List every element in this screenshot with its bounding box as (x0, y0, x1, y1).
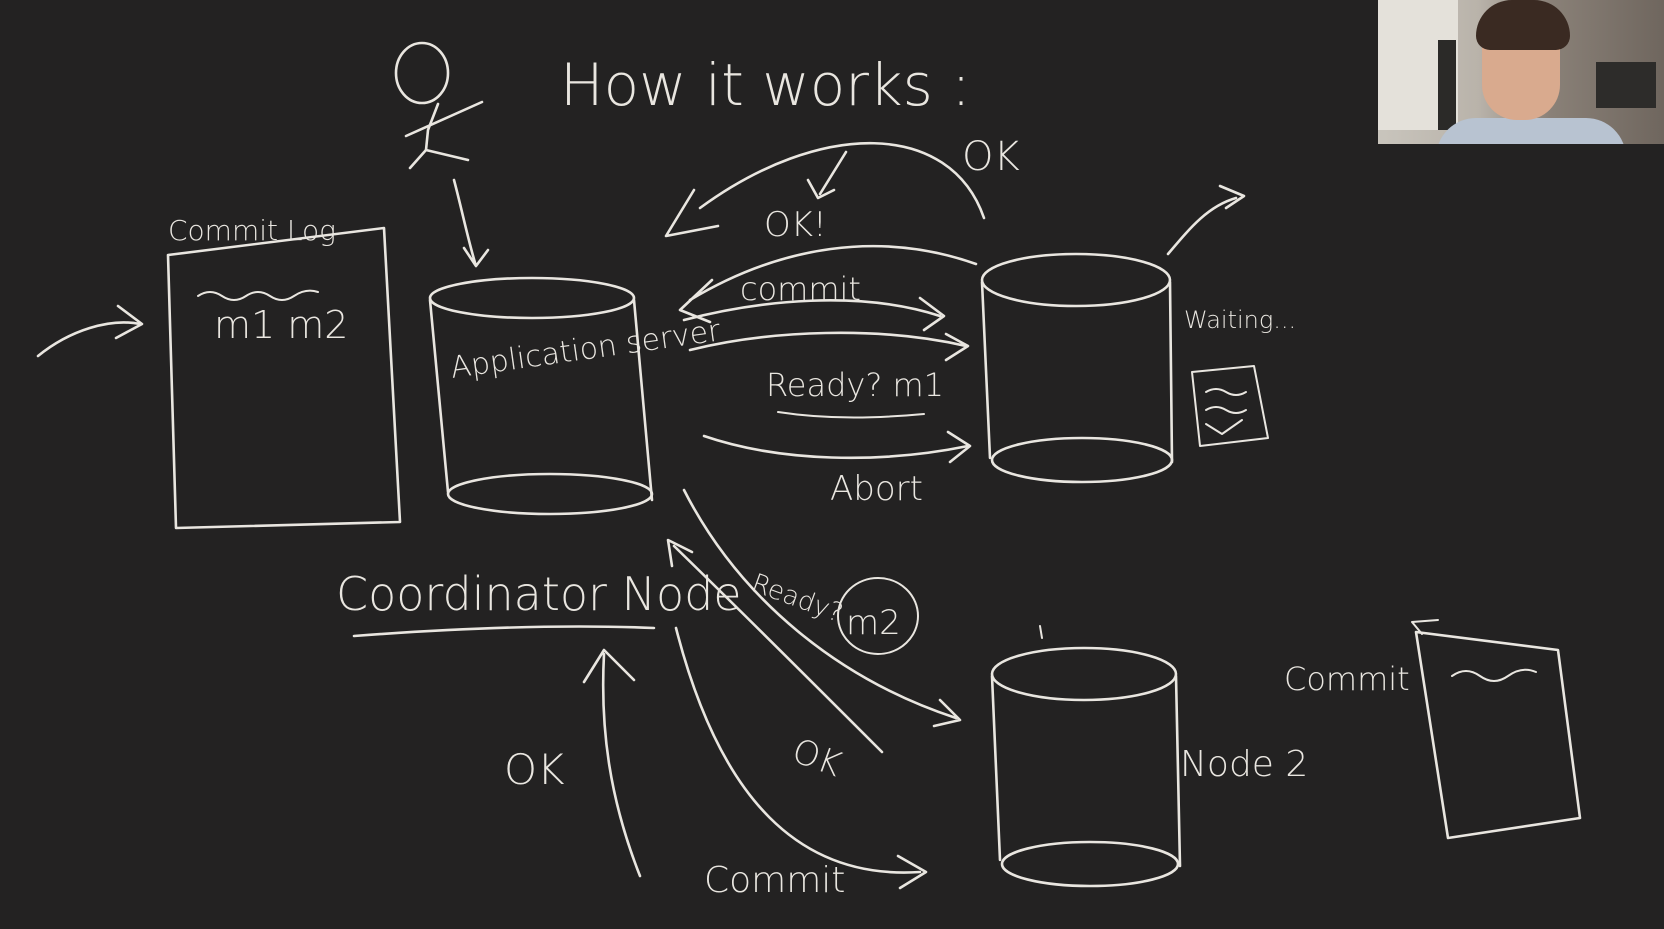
msg-ok-top: OK (962, 134, 1020, 180)
waiting-label: Waiting... (1184, 306, 1296, 334)
commit-log-box: Commit Log m1 m2 (166, 214, 402, 530)
commit-right-label: Commit (1284, 660, 1410, 698)
webcam-overlay (1378, 0, 1664, 144)
ok-node2-arrow (666, 538, 884, 754)
coordinator-node-label: Coordinator Node (336, 567, 742, 621)
m2-label: m2 (846, 603, 901, 643)
webcam-background-shelf (1596, 62, 1656, 108)
m2-circle (837, 577, 919, 655)
node1-log-icon (1191, 365, 1269, 447)
ok-arrow-top (664, 141, 986, 238)
ok-pointer (806, 150, 848, 200)
node1-out-arrow (1166, 184, 1246, 256)
ok-bottom-arrow (582, 648, 642, 878)
msg-ok-node2: OK (787, 731, 847, 785)
commit-return-arrow (678, 244, 978, 324)
node2-commit-log (1411, 619, 1582, 840)
abort-arrow (702, 430, 972, 464)
coordinator-underline (352, 625, 656, 638)
presenter-shirt (1436, 118, 1626, 144)
ready-m1-underline (777, 411, 925, 419)
msg-ready-m1: Ready? m1 (766, 366, 944, 404)
commit-bottom-label: Commit (704, 860, 845, 901)
app-server-label: Application server (448, 313, 723, 386)
ok-bottom-label: OK (504, 745, 565, 794)
commit-log-content: m1 m2 (214, 303, 348, 347)
node2-cylinder (990, 625, 1182, 888)
msg-ok-mid: OK! (764, 205, 827, 245)
diagram-title: How it works : (560, 51, 971, 119)
node2-label: Node 2 (1180, 744, 1308, 785)
presenter-hair (1476, 0, 1570, 50)
ready-m2-arrow (682, 488, 962, 728)
incoming-arrow (36, 304, 144, 358)
ready-m1-arrow (688, 331, 970, 362)
user-stick-figure (394, 41, 484, 170)
request-arrow (452, 178, 490, 268)
commit-log-label: Commit Log (168, 214, 336, 247)
commit-bottom-arrow (674, 626, 928, 890)
commit-forward-arrow (682, 296, 946, 332)
application-server-cylinder: Application server (428, 276, 723, 516)
msg-ready-m2: Ready? (748, 568, 847, 629)
webcam-background-frame (1438, 40, 1456, 130)
msg-abort: Abort (830, 469, 923, 509)
node1-cylinder (980, 252, 1174, 484)
